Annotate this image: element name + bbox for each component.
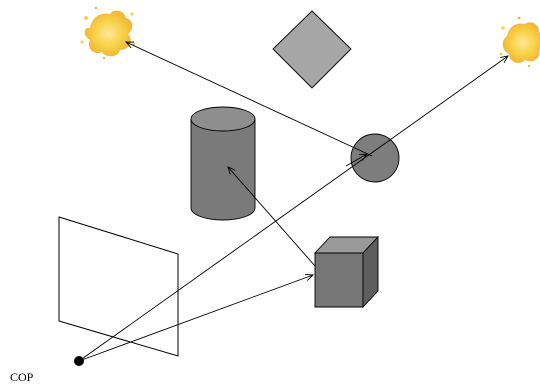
light-source-left	[80, 6, 136, 60]
ray-sphere-hit	[345, 154, 367, 167]
image-plane	[58, 216, 179, 357]
ray-cop-to-cube	[78, 275, 313, 362]
light-source-right	[499, 16, 540, 68]
ray-cop-to-right-light	[78, 56, 508, 362]
cylinder-object	[190, 106, 256, 221]
diamond-object	[272, 10, 352, 89]
cop-label: COP	[10, 370, 34, 384]
cube-object	[313, 235, 380, 309]
ray-cube-to-cylinder	[228, 167, 316, 267]
cop-point	[74, 356, 84, 366]
sphere-object	[350, 133, 400, 183]
ray-sphere-to-left-light	[126, 42, 373, 157]
